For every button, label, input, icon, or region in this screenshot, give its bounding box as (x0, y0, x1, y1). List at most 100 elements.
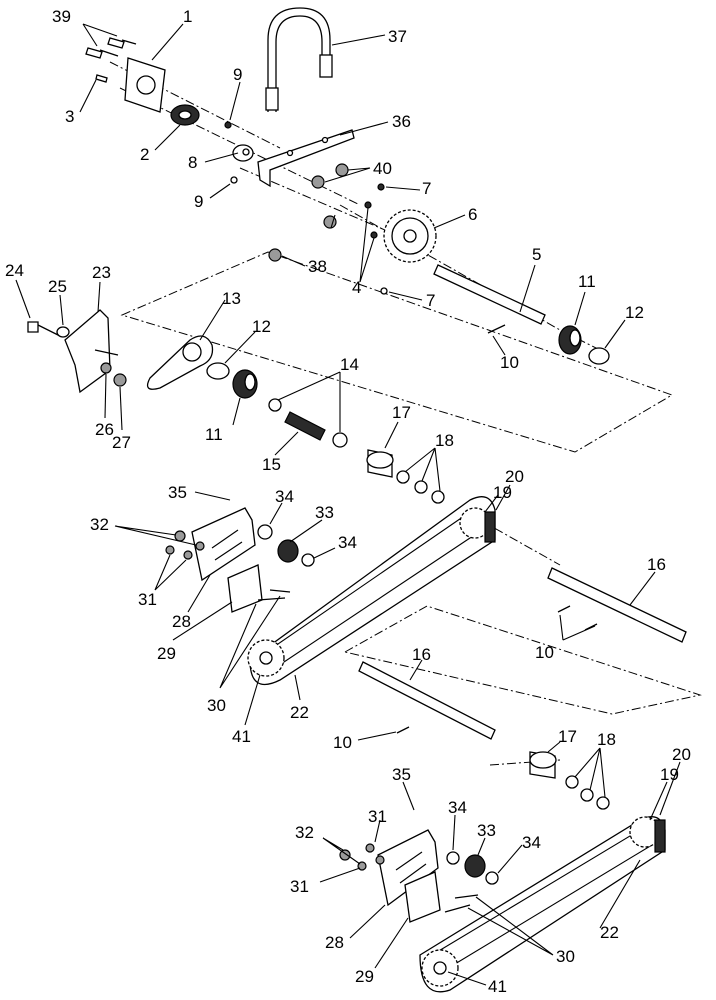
sprocket-41-upper (247, 639, 285, 677)
shaft-16-left (358, 661, 496, 740)
nuts-32-31-lower (339, 843, 385, 871)
callout-8: 8 (188, 153, 197, 172)
plate-29-upper (227, 564, 263, 613)
callout-35-upper: 35 (168, 483, 187, 502)
callout-7-top: 7 (422, 179, 431, 198)
callout-27: 27 (112, 433, 131, 452)
callout-14: 14 (340, 355, 359, 374)
nuts-32-31-upper (165, 530, 205, 560)
callout-28-upper: 28 (172, 612, 191, 631)
bolts-30-lower (444, 894, 479, 913)
callout-22-lower: 22 (600, 923, 619, 942)
callout-10-right: 10 (535, 643, 554, 662)
callout-35-lower: 35 (392, 765, 411, 784)
bolt-24 (27, 321, 61, 337)
washer-25 (56, 326, 70, 338)
callout-34-lower-a: 34 (448, 798, 467, 817)
callout-39: 39 (52, 7, 71, 26)
washers-14 (268, 398, 348, 448)
callout-9-bottom: 9 (194, 192, 203, 211)
callout-30-lower: 30 (556, 947, 575, 966)
pins-10-right (557, 605, 598, 631)
callout-3: 3 (65, 107, 74, 126)
bracket-36 (257, 129, 355, 188)
screw-3 (95, 74, 108, 83)
callout-41-upper: 41 (232, 727, 251, 746)
pin-10-upper (487, 324, 506, 334)
callout-32-upper: 32 (90, 515, 109, 534)
callout-31-upper: 31 (138, 590, 157, 609)
sprocket-6 (383, 209, 437, 263)
callout-37: 37 (388, 27, 407, 46)
bolt-39 (85, 37, 137, 59)
idler-arm-13 (146, 335, 214, 390)
callout-41-lower: 41 (488, 977, 507, 996)
idler-33-lower (446, 851, 499, 885)
callout-22-upper: 22 (290, 703, 309, 722)
bracket-23 (64, 309, 119, 394)
callout-5: 5 (532, 245, 541, 264)
callout-28-lower: 28 (325, 933, 344, 952)
bracket-28-upper (191, 507, 256, 582)
callout-31-lower-top: 31 (368, 807, 387, 826)
screws-4-7 (364, 183, 388, 295)
idler-33-upper (257, 524, 315, 567)
callout-24: 24 (5, 261, 24, 280)
pin-10-lower (396, 726, 410, 734)
spacer-17-lower (529, 751, 557, 779)
bearing-2 (170, 104, 200, 126)
shaft-5 (433, 264, 546, 325)
shaft-16-right (547, 567, 687, 643)
sprocket-41-lower (421, 949, 459, 987)
callout-17-lower: 17 (558, 727, 577, 746)
washers-18-lower (565, 775, 610, 810)
callout-2: 2 (140, 145, 149, 164)
callout-4: 4 (352, 278, 361, 297)
callout-33-upper: 33 (315, 503, 334, 522)
callout-10-top: 10 (500, 353, 519, 372)
callout-12-right: 12 (625, 303, 644, 322)
collar-8 (232, 144, 254, 162)
setscrews-9 (224, 121, 238, 184)
callout-34-upper-b: 34 (338, 533, 357, 552)
u-bolt-37 (265, 7, 333, 112)
nuts-40 (311, 163, 349, 189)
bolts-30-upper (257, 589, 291, 601)
callout-18-lower: 18 (597, 730, 616, 749)
callout-15: 15 (262, 455, 281, 474)
bushing-11-right (558, 325, 582, 355)
bushing-11-left (232, 369, 258, 399)
chain-22-upper (249, 496, 496, 686)
callout-9-top: 9 (233, 65, 242, 84)
callout-1: 1 (183, 7, 192, 26)
sprocket-19-20-lower (629, 816, 666, 853)
spring-15 (284, 411, 326, 441)
callout-34-upper-a: 34 (275, 487, 294, 506)
callout-29-lower: 29 (355, 967, 374, 986)
callout-13: 13 (222, 289, 241, 308)
bracket-28-lower (377, 829, 439, 907)
callout-34-lower-b: 34 (522, 833, 541, 852)
callout-29-upper: 29 (157, 644, 176, 663)
callout-38: 38 (308, 257, 327, 276)
callout-12-left: 12 (252, 317, 271, 336)
callout-19-lower: 19 (660, 765, 679, 784)
callout-10-lower: 10 (333, 733, 352, 752)
callout-40: 40 (373, 159, 392, 178)
callout-33-lower: 33 (477, 821, 496, 840)
callout-23: 23 (92, 263, 111, 282)
washer-26-nut-27 (100, 362, 127, 387)
washer-12-right (588, 347, 610, 365)
leader-lines (15, 23, 681, 986)
callout-20-upper: 20 (505, 467, 524, 486)
callout-26: 26 (95, 420, 114, 439)
callout-17-upper: 17 (392, 403, 411, 422)
spacer-17-upper (366, 449, 394, 478)
callout-20-lower: 20 (672, 745, 691, 764)
callout-6: 6 (468, 205, 477, 224)
callout-31-lower: 31 (290, 877, 309, 896)
callout-16-left: 16 (412, 645, 431, 664)
callout-25: 25 (48, 277, 67, 296)
callout-11-right: 11 (578, 272, 596, 291)
